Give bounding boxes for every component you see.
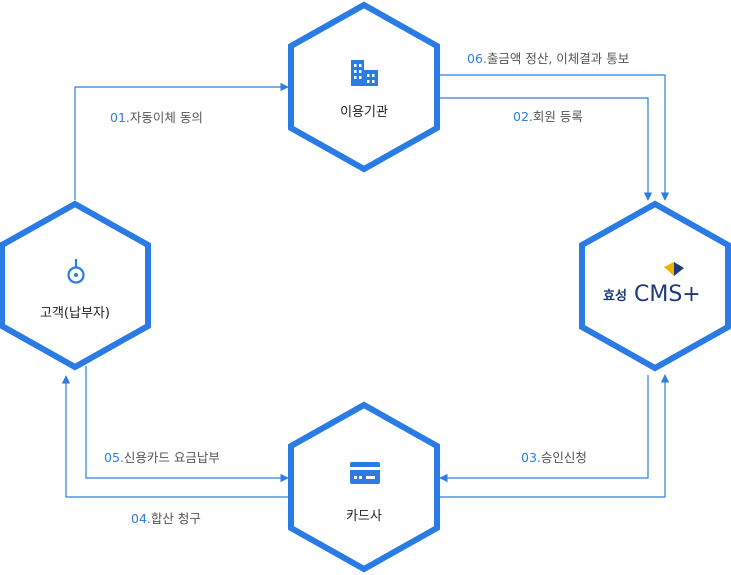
logo-main: CMS+ <box>634 282 701 307</box>
node-institution: 이용기관 <box>288 1 440 173</box>
person-pin-icon <box>67 259 85 284</box>
logo-mark <box>664 262 674 276</box>
building-icon <box>351 60 378 86</box>
flow-arrow-02 <box>440 97 653 201</box>
step-label-01: 01.자동이체 동의 <box>110 110 203 125</box>
step-label-06: 06.출금액 정산, 이체결과 통보 <box>467 51 629 66</box>
logo-prefix: 효성 <box>603 289 627 304</box>
credit-card-icon <box>350 462 380 484</box>
node-cms: 효성 CMS+ <box>579 200 731 372</box>
flow-arrow-04 <box>61 375 290 498</box>
step-label-03: 03.승인신청 <box>521 450 587 465</box>
node-institution-name: 이용기관 <box>340 105 388 120</box>
step-label-05: 05.신용카드 요금납부 <box>104 450 220 465</box>
node-customer: 고객(납부자) <box>0 200 151 371</box>
node-card: 카드사 <box>288 401 440 573</box>
flow-arrow-06 <box>440 74 670 201</box>
node-customer-name: 고객(납부자) <box>40 306 110 321</box>
flow-arrow-05 <box>85 366 289 483</box>
step-label-02: 02.회원 등록 <box>513 109 583 124</box>
step-label-04: 04.합산 청구 <box>131 511 201 526</box>
flow-arrow-card-to-cms <box>440 374 670 498</box>
node-card-name: 카드사 <box>346 509 382 524</box>
cms-logo: 효성 CMS+ <box>603 262 701 307</box>
flow-arrow-01 <box>74 82 289 200</box>
flow-arrow-03 <box>439 375 649 483</box>
